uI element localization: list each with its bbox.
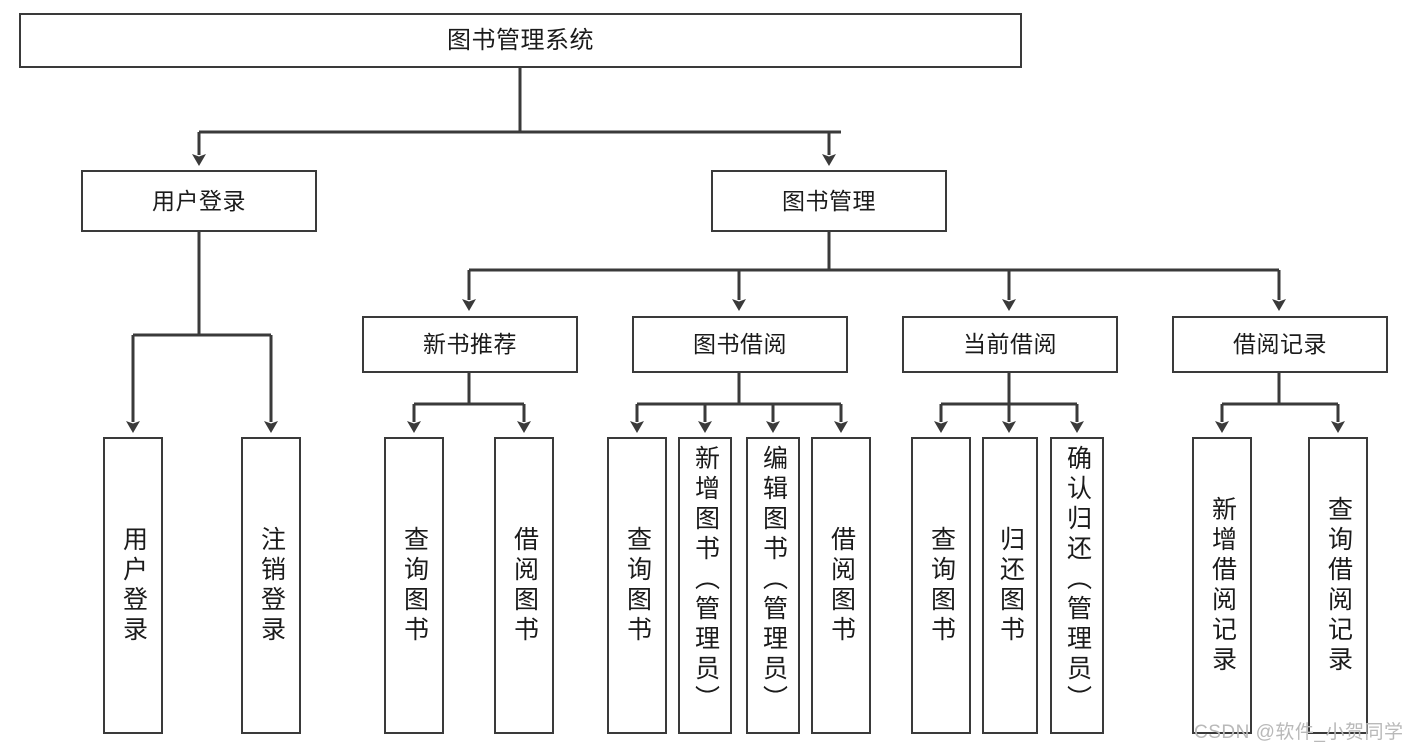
node-label: 图书管理系统 bbox=[447, 26, 594, 54]
leaf-query-book-recommend[interactable]: 查询图书 bbox=[384, 437, 444, 734]
leaf-confirm-return-admin[interactable]: 确认归还（管理员） bbox=[1050, 437, 1104, 734]
leaf-query-book-borrow[interactable]: 查询图书 bbox=[607, 437, 667, 734]
leaf-query-borrow-record[interactable]: 查询借阅记录 bbox=[1308, 437, 1368, 734]
node-label: 查询借阅记录 bbox=[1324, 495, 1353, 676]
node-user-login[interactable]: 用户登录 bbox=[81, 170, 317, 232]
node-label: 新书推荐 bbox=[423, 331, 517, 358]
node-label: 当前借阅 bbox=[963, 331, 1057, 358]
leaf-add-borrow-record[interactable]: 新增借阅记录 bbox=[1192, 437, 1252, 734]
leaf-query-book-current[interactable]: 查询图书 bbox=[911, 437, 971, 734]
leaf-add-book-admin[interactable]: 新增图书（管理员） bbox=[678, 437, 732, 734]
leaf-return-book[interactable]: 归还图书 bbox=[982, 437, 1038, 734]
node-label: 编辑图书（管理员） bbox=[759, 445, 788, 715]
leaf-edit-book-admin[interactable]: 编辑图书（管理员） bbox=[746, 437, 800, 734]
leaf-user-login[interactable]: 用户登录 bbox=[103, 437, 163, 734]
node-label: 借阅记录 bbox=[1233, 331, 1327, 358]
node-label: 用户登录 bbox=[152, 187, 246, 214]
node-book-borrow[interactable]: 图书借阅 bbox=[632, 316, 848, 373]
node-borrow-record[interactable]: 借阅记录 bbox=[1172, 316, 1388, 373]
csdn-watermark: CSDN @软件_小贺同学 bbox=[1194, 722, 1404, 743]
node-label: 借阅图书 bbox=[827, 525, 856, 646]
node-label: 查询图书 bbox=[927, 525, 956, 646]
node-label: 注销登录 bbox=[257, 525, 286, 646]
node-label: 确认归还（管理员） bbox=[1063, 445, 1092, 715]
node-label: 借阅图书 bbox=[510, 525, 539, 646]
node-label: 图书管理 bbox=[782, 187, 876, 214]
leaf-borrow-book-borrow[interactable]: 借阅图书 bbox=[811, 437, 871, 734]
node-label: 查询图书 bbox=[400, 525, 429, 646]
node-label: 图书借阅 bbox=[693, 331, 787, 358]
node-label: 新增图书（管理员） bbox=[691, 445, 720, 715]
leaf-logout-login[interactable]: 注销登录 bbox=[241, 437, 301, 734]
leaf-borrow-book-recommend[interactable]: 借阅图书 bbox=[494, 437, 554, 734]
node-new-book-recommend[interactable]: 新书推荐 bbox=[362, 316, 578, 373]
node-current-borrow[interactable]: 当前借阅 bbox=[902, 316, 1118, 373]
node-label: 用户登录 bbox=[119, 525, 148, 646]
node-label: 归还图书 bbox=[996, 525, 1025, 646]
node-root-book-management-system[interactable]: 图书管理系统 bbox=[19, 13, 1022, 68]
node-label: 查询图书 bbox=[623, 525, 652, 646]
node-label: 新增借阅记录 bbox=[1208, 495, 1237, 676]
node-book-management[interactable]: 图书管理 bbox=[711, 170, 947, 232]
